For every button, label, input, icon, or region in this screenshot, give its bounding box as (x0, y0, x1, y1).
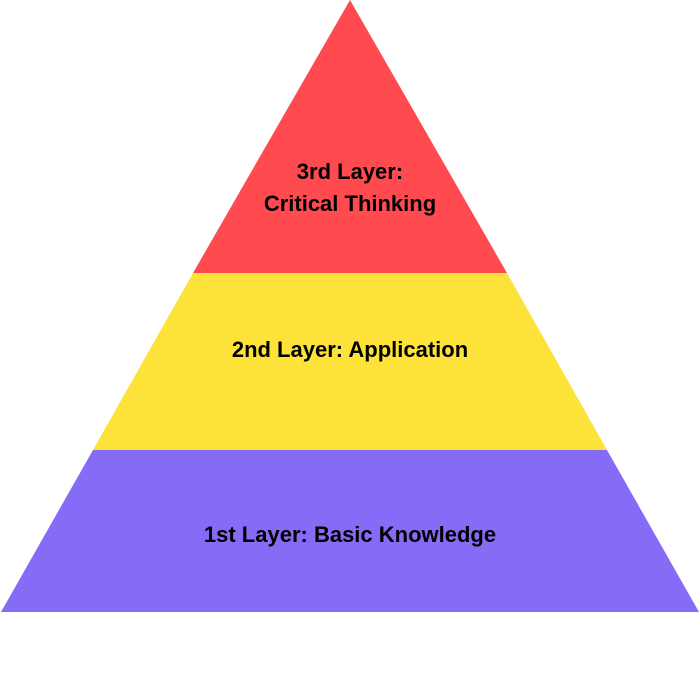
layer-3-label-line1: 3rd Layer: (296, 159, 404, 184)
layer-2-application (93, 273, 607, 450)
layer-3-critical-thinking (193, 0, 507, 273)
layer-3-label-line2: Critical Thinking (263, 191, 437, 216)
layer-1-basic-knowledge (1, 450, 699, 612)
layer-3-label: 3rd Layer: Critical Thinking (0, 156, 700, 220)
layer-1-label: 1st Layer: Basic Knowledge (203, 522, 497, 547)
layer-2-label: 2nd Layer: Application (231, 337, 469, 362)
